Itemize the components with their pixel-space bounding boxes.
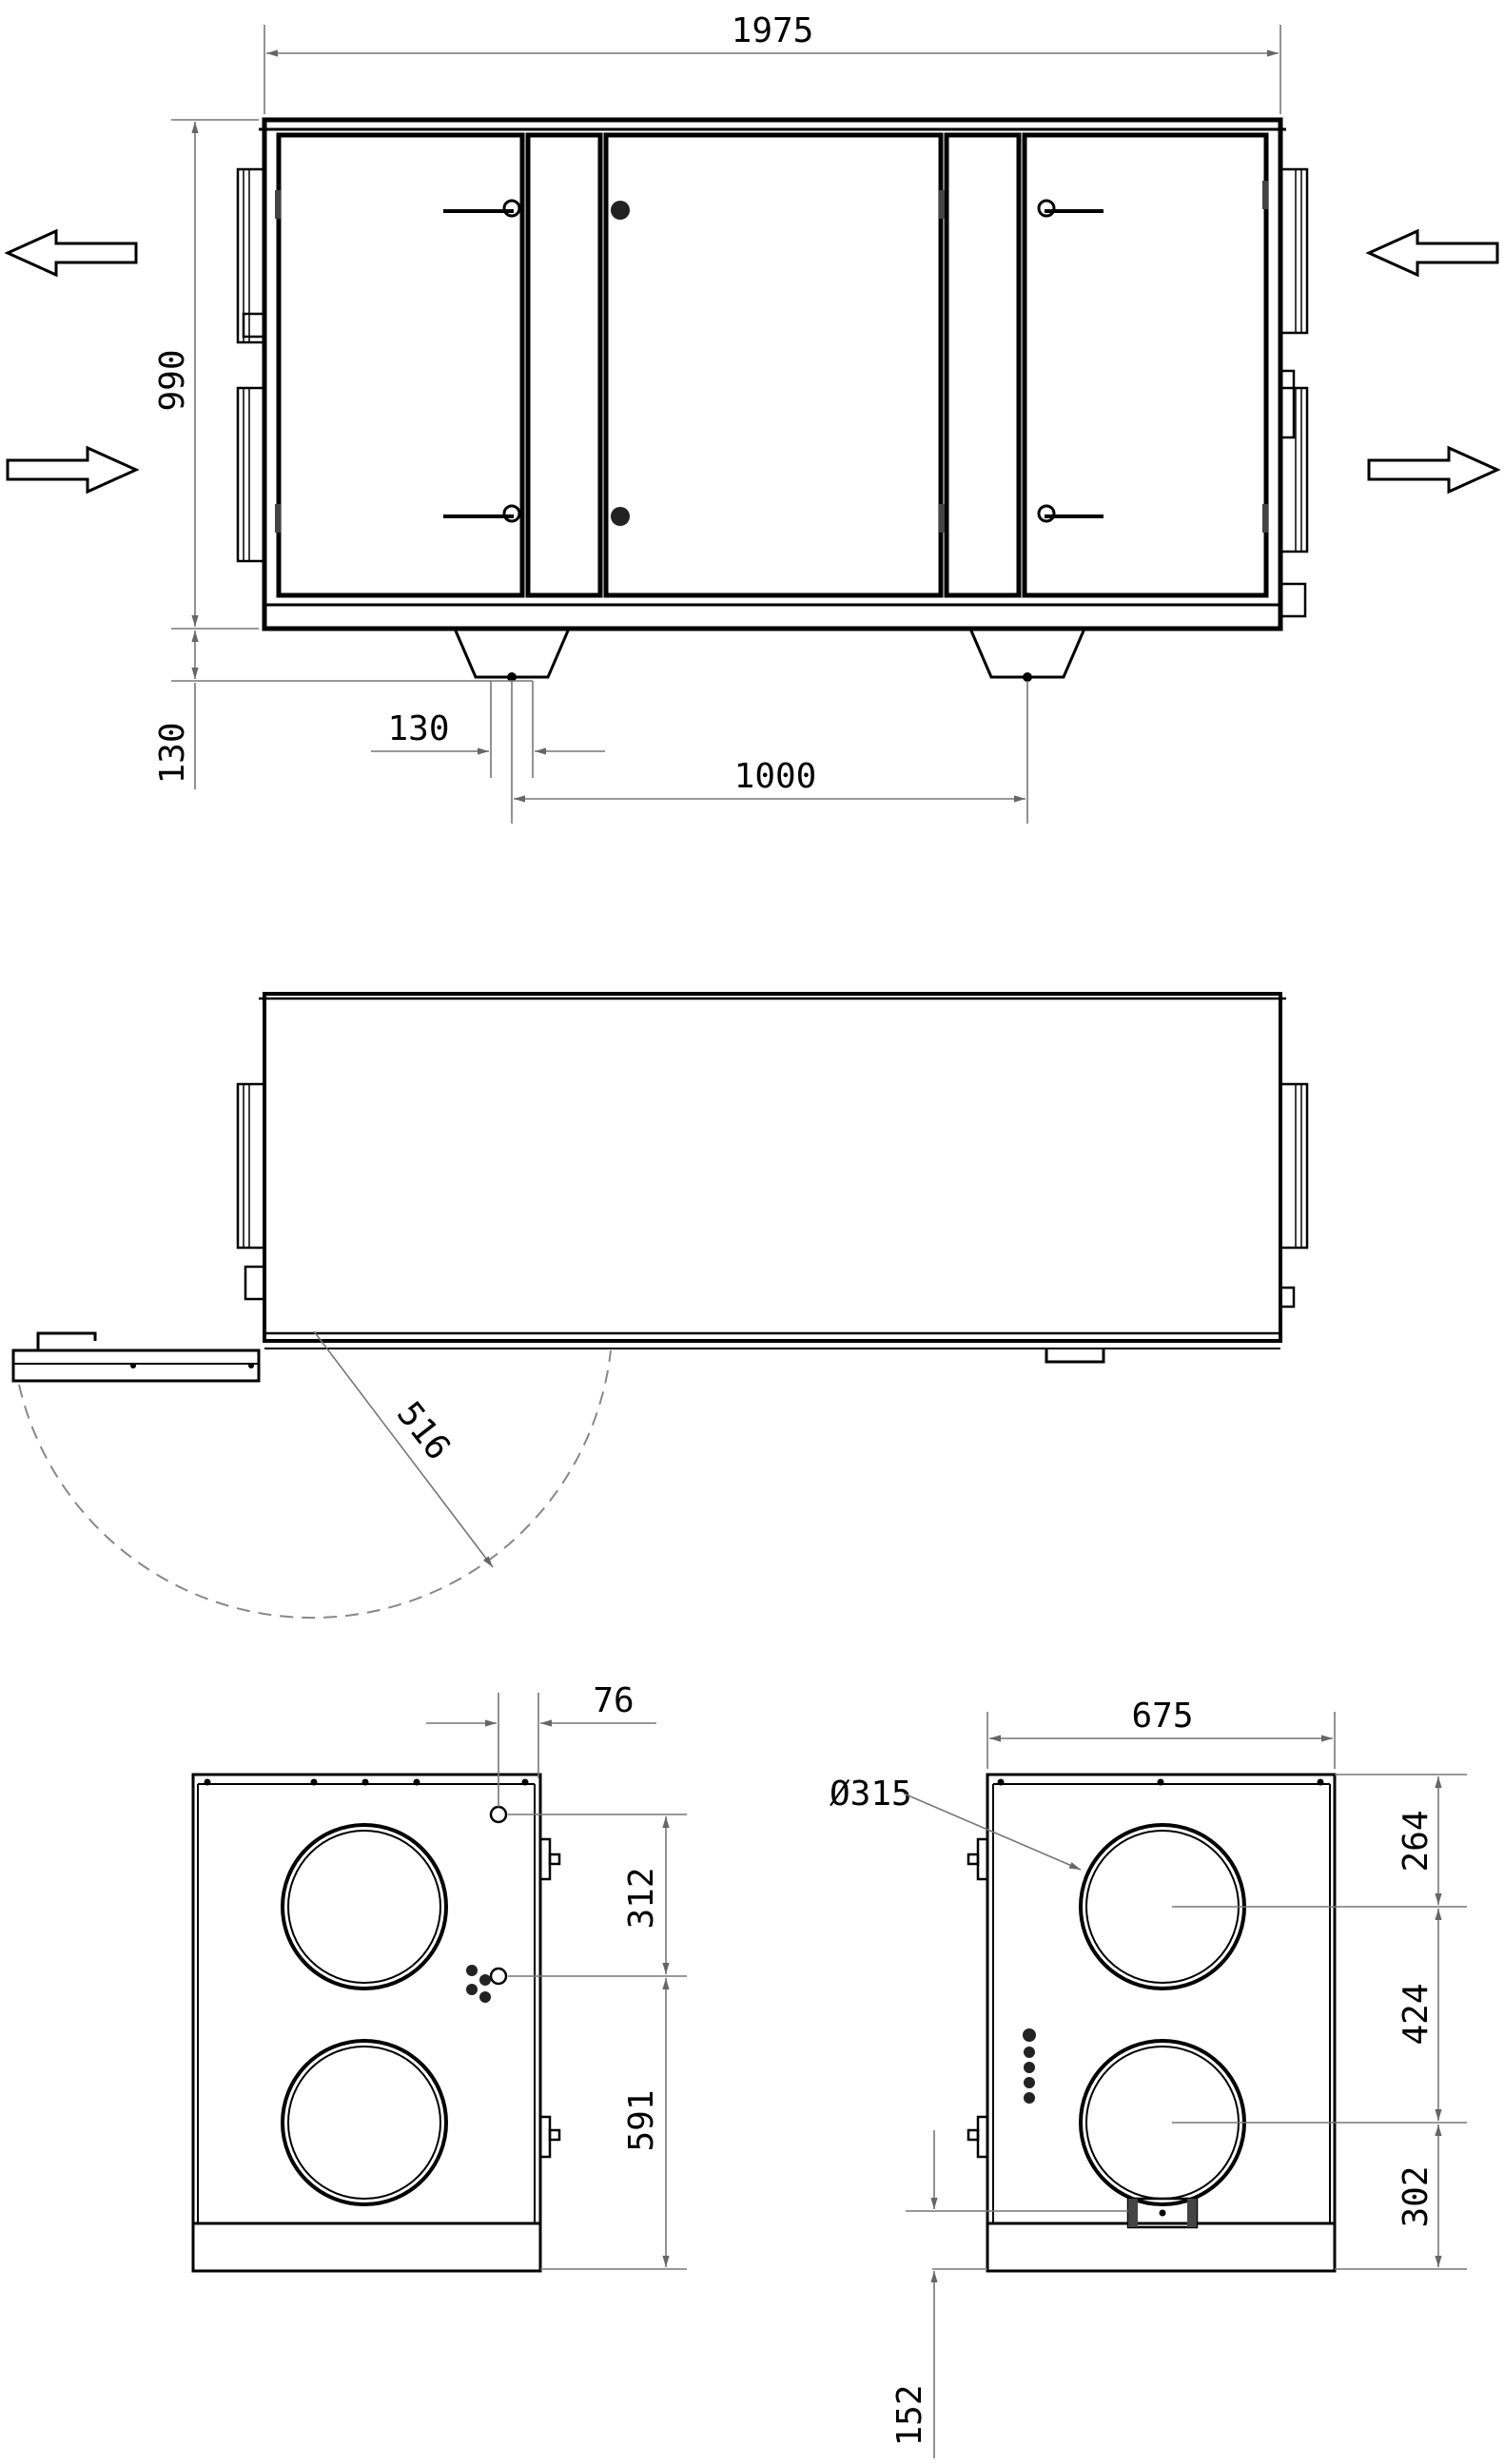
right-in-arrow — [1365, 228, 1499, 278]
latch-icon — [538, 1837, 561, 2159]
support-leg — [453, 628, 1086, 682]
dim-duct-diameter: Ø315 — [830, 1775, 912, 1814]
drain-plate — [1126, 2197, 1199, 2229]
dim-base-height: 152 — [890, 2384, 929, 2446]
latch-icon — [967, 1837, 989, 2159]
door-swing-arc — [18, 1349, 612, 1620]
dim-center-to-bottom: 302 — [1397, 2165, 1436, 2227]
left-in-arrow — [6, 445, 140, 495]
gland-column-icon — [1023, 2028, 1036, 2104]
unit-base — [986, 2221, 1337, 2273]
left-out-arrow — [4, 228, 138, 278]
unit-housing — [986, 1773, 1337, 2225]
door-handle — [1045, 1348, 1105, 1364]
front-view: 675 Ø315 264 424 302 152 — [830, 1697, 1467, 2458]
dim-overall-height: 990 — [153, 349, 192, 411]
unit-housing — [263, 992, 1282, 1343]
lock-knob-icon — [611, 507, 630, 526]
lock-knob-icon — [611, 201, 630, 220]
dim-door-swing: 516 — [389, 1395, 458, 1467]
duct-connection-lower — [281, 2039, 448, 2206]
dim-lower-spacing: 591 — [622, 2089, 661, 2151]
panel-left — [276, 132, 525, 598]
dim-overall-width: 1975 — [732, 11, 814, 50]
column-right — [944, 132, 1022, 598]
elevation-view: 1975 990 130 130 1000 — [4, 11, 1501, 824]
unit-base — [191, 2221, 542, 2273]
dim-connection-offset: 76 — [593, 1681, 634, 1720]
connection-port-icon — [489, 1967, 508, 1986]
door-handle — [443, 199, 1104, 523]
panel-right — [1022, 132, 1269, 598]
gland-cluster-icon — [466, 1965, 491, 2003]
duct-connection-upper — [281, 1823, 448, 1990]
hinge-icon — [275, 181, 1268, 533]
dim-leg-spacing: 1000 — [734, 757, 817, 796]
plan-view: 516 — [11, 992, 1309, 1620]
dimension-line — [313, 1330, 494, 1568]
dim-upper-spacing: 312 — [622, 1867, 661, 1929]
dim-leg-height: 130 — [153, 722, 192, 784]
dim-top-to-center: 264 — [1397, 1810, 1436, 1872]
dim-leg-width: 130 — [387, 709, 449, 748]
dim-center-to-center: 424 — [1397, 1983, 1436, 2045]
duct-collar — [236, 167, 1309, 563]
open-door — [11, 1331, 261, 1383]
right-out-arrow — [1367, 445, 1501, 495]
dim-depth: 675 — [1131, 1697, 1193, 1736]
connection-port-icon — [489, 1805, 508, 1824]
unit-housing — [262, 117, 1283, 631]
panel-center — [603, 132, 944, 598]
column-left — [525, 132, 603, 598]
rear-view: 76 312 591 — [191, 1681, 687, 2273]
dimension-line — [903, 1793, 1082, 1871]
